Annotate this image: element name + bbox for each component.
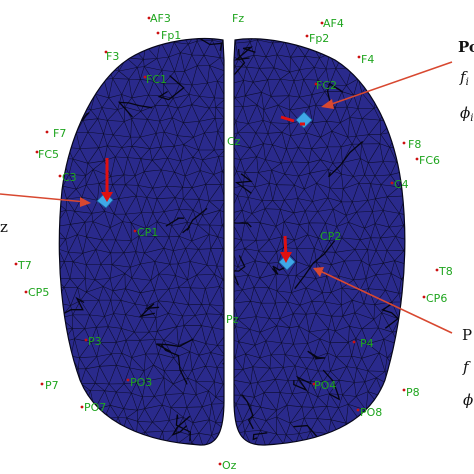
electrode: P8 (402, 386, 420, 399)
annotation-line: ϕi (460, 104, 473, 124)
electrode: F3 (104, 50, 119, 63)
electrode: AF3 (147, 12, 171, 25)
dipole-arrow-top-right-tail (280, 115, 295, 123)
electrode: PO3 (126, 376, 152, 389)
svg-text:Cz: Cz (227, 135, 241, 148)
electrode: Pz (226, 313, 239, 326)
dipole-arrow-left-head (101, 192, 113, 202)
annotation-line: fi (459, 68, 469, 88)
right-hemisphere-surface (234, 38, 405, 446)
svg-text:AF4: AF4 (323, 17, 344, 30)
electrode: PO7 (80, 401, 106, 414)
electrode: T8 (435, 265, 453, 278)
svg-text:Fp1: Fp1 (161, 29, 181, 42)
electrode: T7 (14, 259, 32, 272)
annotation-left: z (0, 218, 8, 236)
electrode: Oz (218, 459, 237, 472)
svg-text:F8: F8 (408, 138, 421, 151)
electrode: PO8 (356, 406, 382, 419)
annotation-line: ϕ (463, 391, 473, 409)
svg-text:T8: T8 (438, 265, 453, 278)
svg-text:F3: F3 (106, 50, 119, 63)
right-hemisphere (234, 38, 405, 446)
electrode: P7 (40, 379, 59, 392)
electrode: FC1 (143, 73, 167, 86)
svg-text:AF3: AF3 (150, 12, 171, 25)
svg-text:PO7: PO7 (84, 401, 106, 414)
svg-text:CP2: CP2 (320, 230, 341, 243)
electrode: C4 (390, 178, 409, 191)
svg-text:T7: T7 (17, 259, 32, 272)
electrode: CP1 (133, 226, 158, 239)
annotation-bottom-right: P f ϕ (462, 326, 473, 409)
svg-text:FC2: FC2 (316, 79, 337, 92)
svg-text:Pz: Pz (226, 313, 239, 326)
svg-text:CP6: CP6 (426, 292, 447, 305)
electrode: FC6 (415, 154, 440, 167)
svg-text:CP5: CP5 (28, 286, 49, 299)
dipole-arrow-center-head (280, 252, 292, 263)
electrode: Fz (232, 12, 244, 25)
svg-text:Fz: Fz (232, 12, 244, 25)
svg-text:P8: P8 (406, 386, 420, 399)
pointer-left (0, 193, 87, 203)
electrode: P3 (84, 335, 102, 348)
electrode: CP5 (24, 286, 49, 299)
svg-text:F4: F4 (361, 53, 374, 66)
pointer-bottom-right (317, 269, 453, 334)
svg-text:P4: P4 (360, 337, 374, 350)
annotation-pointers (0, 61, 453, 334)
pointer-left-head (80, 197, 91, 207)
electrode: CP2 (320, 230, 341, 243)
electrode: CP6 (422, 292, 447, 305)
pointer-top-right (325, 61, 453, 107)
electrode: F4 (357, 53, 374, 66)
electrode: Fp2 (305, 32, 329, 45)
electrode: F7 (45, 127, 66, 140)
svg-text:P7: P7 (45, 379, 59, 392)
svg-text:FC5: FC5 (38, 148, 59, 161)
electrode: C3 (58, 171, 77, 184)
electrode: FC2 (314, 79, 337, 92)
svg-text:PO3: PO3 (130, 376, 152, 389)
svg-text:F7: F7 (53, 127, 66, 140)
svg-text:P3: P3 (88, 335, 102, 348)
electrode: P4 (352, 337, 374, 350)
hemisphere-outlines (58, 38, 406, 446)
svg-text:Fp2: Fp2 (309, 32, 329, 45)
svg-text:C3: C3 (62, 171, 77, 184)
electrode-labels: AF3 Fz AF4 Fp1 Fp2 F3 F4 FC1 FC2 F7 F8 F… (14, 12, 453, 472)
electrode: AF4 (320, 17, 344, 30)
pointer-bottom-right-head (313, 267, 324, 277)
annotation-fragment: z (0, 218, 8, 236)
left-hemisphere (59, 38, 224, 446)
svg-text:PO8: PO8 (360, 406, 382, 419)
svg-text:Oz: Oz (222, 459, 237, 472)
annotation-title: Po (458, 38, 474, 56)
electrode: Cz (227, 135, 241, 148)
electrode: PO4 (312, 379, 336, 392)
svg-text:PO4: PO4 (314, 379, 336, 392)
electrode: F8 (402, 138, 421, 151)
electrode: FC5 (35, 148, 59, 161)
annotation-line: f (462, 358, 471, 376)
annotation-top-right: Po fi ϕi (458, 38, 474, 124)
pointer-top-right-head (321, 99, 334, 109)
electrode: Fp1 (156, 29, 181, 42)
annotation-title: P (462, 326, 472, 344)
svg-text:C4: C4 (394, 178, 409, 191)
svg-text:FC6: FC6 (419, 154, 440, 167)
mesh-lines (59, 38, 224, 446)
svg-text:CP1: CP1 (137, 226, 158, 239)
dipole-sources (96, 111, 313, 271)
svg-text:FC1: FC1 (146, 73, 167, 86)
